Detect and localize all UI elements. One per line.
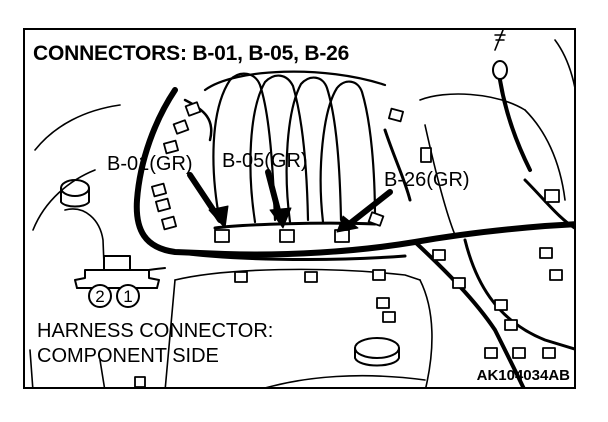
round-component xyxy=(60,179,90,208)
callout-b05-label: B-05(GR) xyxy=(222,150,308,172)
diagram-title: CONNECTORS: B-01, B-05, B-26 xyxy=(33,42,350,65)
engine-outline xyxy=(29,30,574,387)
harness-connector-caption: HARNESS CONNECTOR: COMPONENT SIDE xyxy=(37,319,273,369)
arrow-b26 xyxy=(345,189,393,228)
harness-caption-line1: HARNESS CONNECTOR: xyxy=(37,320,274,342)
connector-blocks xyxy=(134,101,563,387)
harness-connector-symbol xyxy=(74,255,160,308)
rod-component xyxy=(492,34,532,172)
intake-manifold xyxy=(203,70,387,224)
callout-arrows xyxy=(187,169,393,233)
diagram-frame: 2 1 CONNECTORS: B-01, B-05, B-26 B-01(GR… xyxy=(23,28,576,389)
pin-number: 1 xyxy=(123,287,132,306)
figure-code: AK104034AB xyxy=(476,367,570,384)
engine-harness-illustration: 2 1 xyxy=(29,30,574,387)
cylinder-component xyxy=(354,337,400,367)
callout-b26-label: B-26(GR) xyxy=(384,169,470,191)
harness-caption-line2: COMPONENT SIDE xyxy=(37,345,219,367)
callout-b01-label: B-01(GR) xyxy=(107,153,193,175)
pin-number: 2 xyxy=(95,287,104,306)
